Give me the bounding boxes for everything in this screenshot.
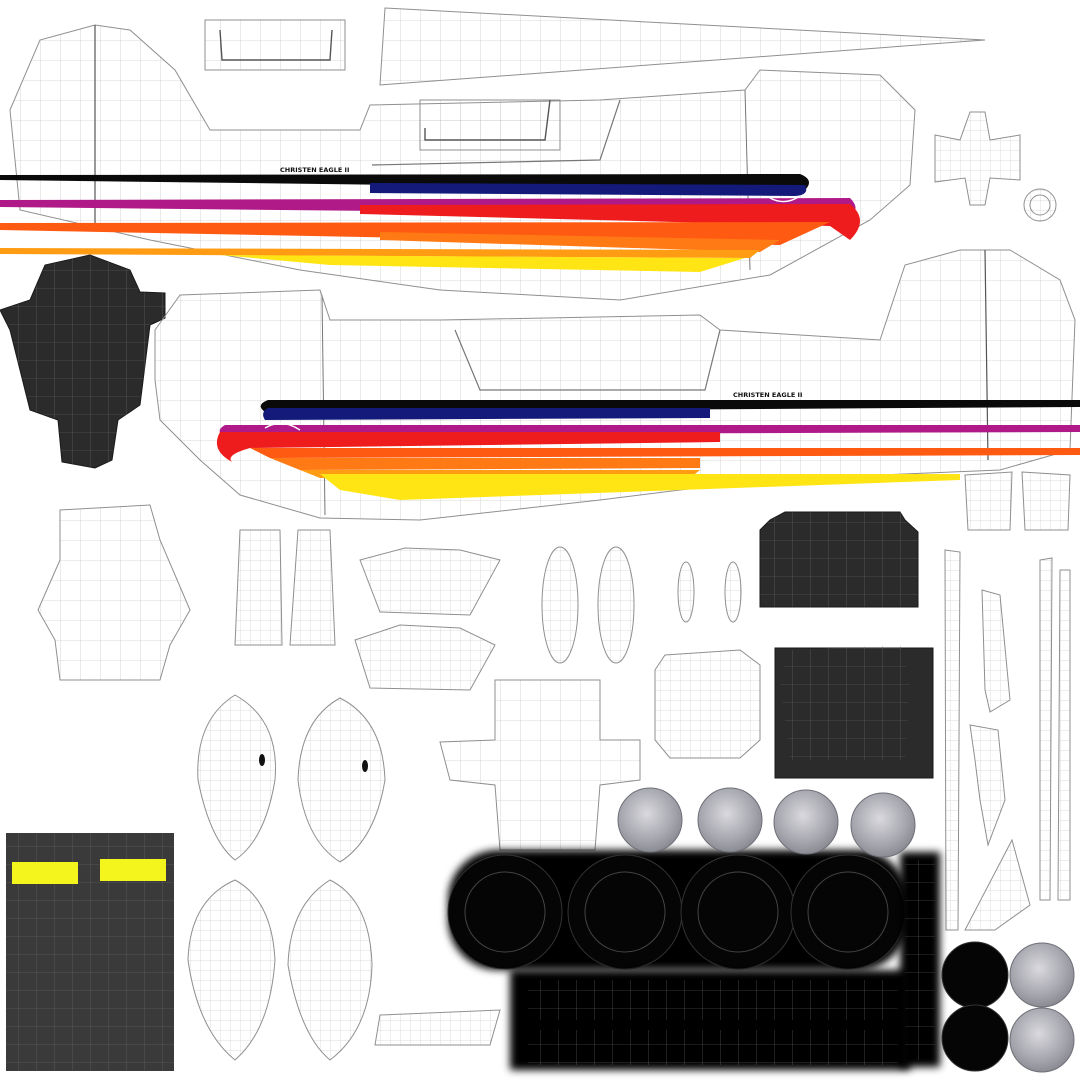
harness-panel-uv (6, 833, 174, 1071)
fuselage-right-uv: CHRISTEN EAGLE II (154, 249, 1080, 521)
cockpit-seam (454, 329, 721, 391)
canopy-frame-top-uv (204, 19, 346, 71)
elevator-petals-uv (187, 694, 386, 1061)
tag-yellow-left (12, 862, 78, 884)
stripe-navy (263, 408, 710, 420)
spinner-petals-uv (541, 546, 742, 664)
stripe-yellow (320, 474, 960, 500)
wheel-fairing-pair-uv (964, 471, 1071, 531)
fairing-strips-uv (354, 547, 501, 691)
stripe-yellow (220, 255, 745, 272)
cockpit-seam (371, 99, 621, 166)
stripe-orange-2 (270, 458, 700, 470)
seat-dark-bottom-uv (774, 645, 934, 779)
stripe-swirl (769, 195, 801, 203)
stripe-swirl (264, 422, 301, 431)
stripe-orange-2 (380, 232, 780, 252)
wing-ribs-uv (944, 549, 1071, 931)
decal-text-left: CHRISTEN EAGLE II (280, 166, 349, 174)
small-fairing-bottom-uv (374, 1009, 501, 1046)
tire-group-uv (447, 850, 1009, 1072)
wheel-hubcaps-uv (617, 787, 1075, 1073)
propeller-hub-uv (934, 111, 1057, 222)
cockpit-floor-uv (439, 679, 641, 851)
canopy-frame-mid-uv (419, 99, 561, 151)
interstrut-panels-uv (234, 529, 336, 646)
fuselage-left-uv: CHRISTEN EAGLE II (0, 24, 916, 301)
stripe-red (216, 432, 720, 462)
stripe-navy (370, 183, 807, 196)
wing-strut-uv (379, 7, 986, 86)
seat-dark-top-uv (759, 511, 919, 608)
stripe-amber (0, 248, 760, 258)
seat-back-uv (37, 504, 191, 681)
seat-cushion-uv (654, 649, 761, 759)
stripe-red (360, 204, 860, 240)
decal-text-right: CHRISTEN EAGLE II (733, 391, 802, 399)
tag-yellow-right (100, 859, 166, 881)
cowling-dark-uv (0, 254, 166, 469)
stripe-orange (250, 448, 1080, 458)
